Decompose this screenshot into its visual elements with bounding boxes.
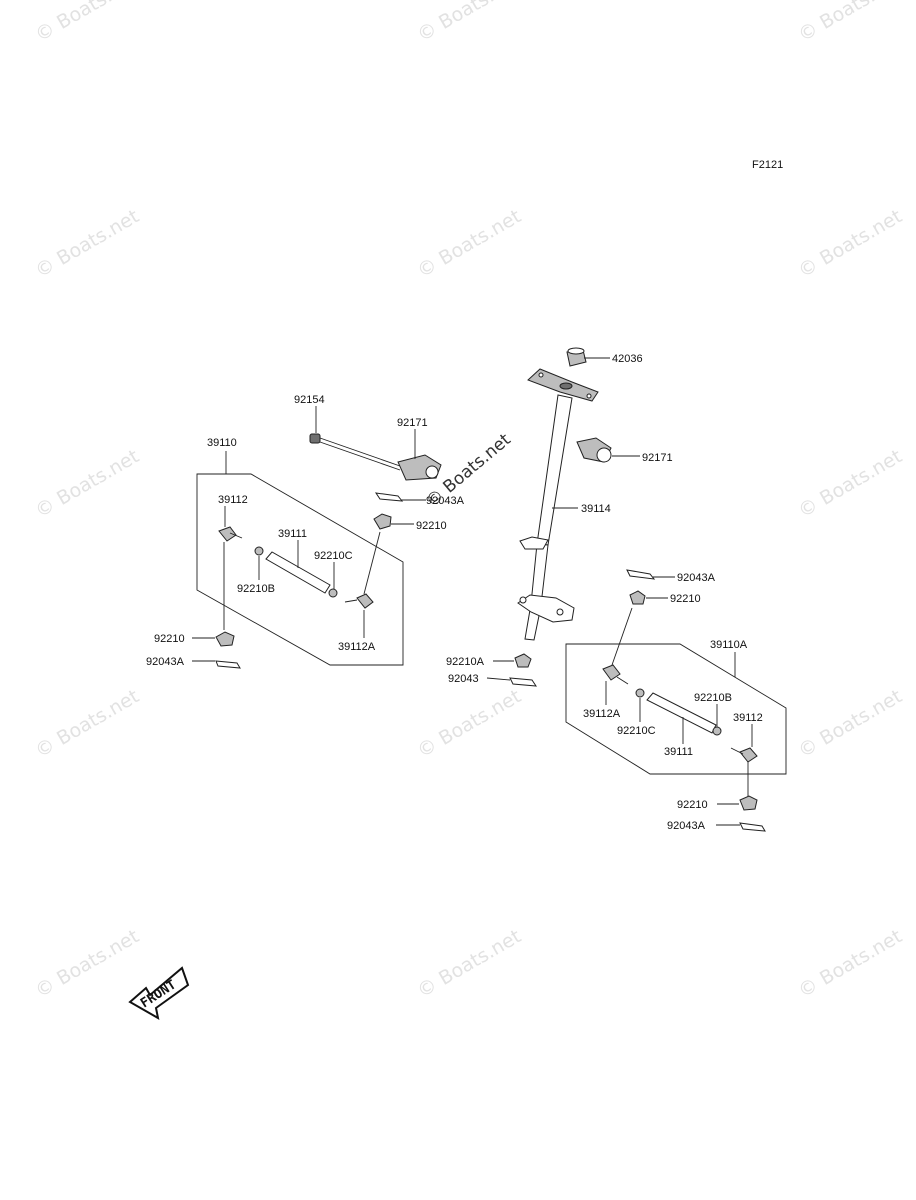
label-92210-center-left[interactable]: 92210 xyxy=(416,520,447,532)
label-39112-left[interactable]: 39112 xyxy=(218,494,248,506)
watermark: © Boats.net xyxy=(32,925,143,1002)
watermark-layer: © Boats.net © Boats.net © Boats.net © Bo… xyxy=(32,0,906,1002)
nut-92210-center-left xyxy=(373,513,392,530)
watermark: © Boats.net xyxy=(414,685,525,762)
label-92210C-right[interactable]: 92210C xyxy=(617,725,656,737)
steering-shaft-39114 xyxy=(517,347,599,641)
label-39110A[interactable]: 39110A xyxy=(710,639,748,651)
label-92043A-lower-left[interactable]: 92043A xyxy=(146,656,185,668)
label-39112-right[interactable]: 39112 xyxy=(733,712,763,724)
nut-92210A xyxy=(514,653,532,668)
watermark: © Boats.net xyxy=(32,205,143,282)
label-92210-right-upper[interactable]: 92210 xyxy=(670,593,701,605)
label-92210B-left[interactable]: 92210B xyxy=(237,583,275,595)
watermark: © Boats.net xyxy=(414,925,525,1002)
bushing-92171-left xyxy=(397,454,442,481)
label-92171-left[interactable]: 92171 xyxy=(397,417,428,429)
label-39111-left[interactable]: 39111 xyxy=(278,528,307,540)
label-92210C-left[interactable]: 92210C xyxy=(314,550,353,562)
watermark: © Boats.net xyxy=(795,685,906,762)
label-39114[interactable]: 39114 xyxy=(581,503,611,515)
label-92210B-right[interactable]: 92210B xyxy=(694,692,732,704)
label-42036[interactable]: 42036 xyxy=(612,353,643,365)
watermark: © Boats.net xyxy=(414,205,525,282)
watermark: © Boats.net xyxy=(795,0,906,46)
cotter-pin-92043 xyxy=(509,677,537,687)
nut-92210-right-upper xyxy=(629,590,646,605)
watermark: © Boats.net xyxy=(414,0,525,46)
label-92210-lower-left[interactable]: 92210 xyxy=(154,633,185,645)
label-39111-right[interactable]: 39111 xyxy=(664,746,693,758)
watermark: © Boats.net xyxy=(795,445,906,522)
label-92043[interactable]: 92043 xyxy=(448,673,479,685)
cotter-pin-92043A-right-upper xyxy=(626,569,656,580)
bushing-92171-right xyxy=(576,437,612,463)
watermark: © Boats.net xyxy=(795,925,906,1002)
label-92043A-lower-right[interactable]: 92043A xyxy=(667,820,706,832)
label-39110[interactable]: 39110 xyxy=(207,437,237,449)
label-92210-lower-right[interactable]: 92210 xyxy=(677,799,708,811)
figure-code: F2121 xyxy=(752,159,783,171)
part-labels: 42036 92154 92171 92171 39110 92043A 391… xyxy=(146,353,763,832)
tie-rod-assembly-39110 xyxy=(196,451,404,669)
tie-rod-assembly-39110A xyxy=(565,607,787,832)
label-92210A[interactable]: 92210A xyxy=(446,656,485,668)
leader-lines xyxy=(192,357,753,826)
label-39112A-right[interactable]: 39112A xyxy=(583,708,621,720)
watermark: © Boats.net xyxy=(795,205,906,282)
bolt-92154 xyxy=(309,433,401,471)
watermark: © Boats.net xyxy=(32,445,143,522)
front-direction-arrow: FRONT xyxy=(128,966,190,1020)
label-39112A-left[interactable]: 39112A xyxy=(338,641,376,653)
label-92043A-upper-left[interactable]: 92043A xyxy=(426,495,465,507)
label-92171-right[interactable]: 92171 xyxy=(642,452,673,464)
label-92043A-right-upper[interactable]: 92043A xyxy=(677,572,716,584)
watermark: © Boats.net xyxy=(32,685,143,762)
cotter-pin-92043A-upper-left xyxy=(374,492,404,502)
label-92154[interactable]: 92154 xyxy=(294,394,325,406)
watermark: © Boats.net xyxy=(32,0,143,46)
